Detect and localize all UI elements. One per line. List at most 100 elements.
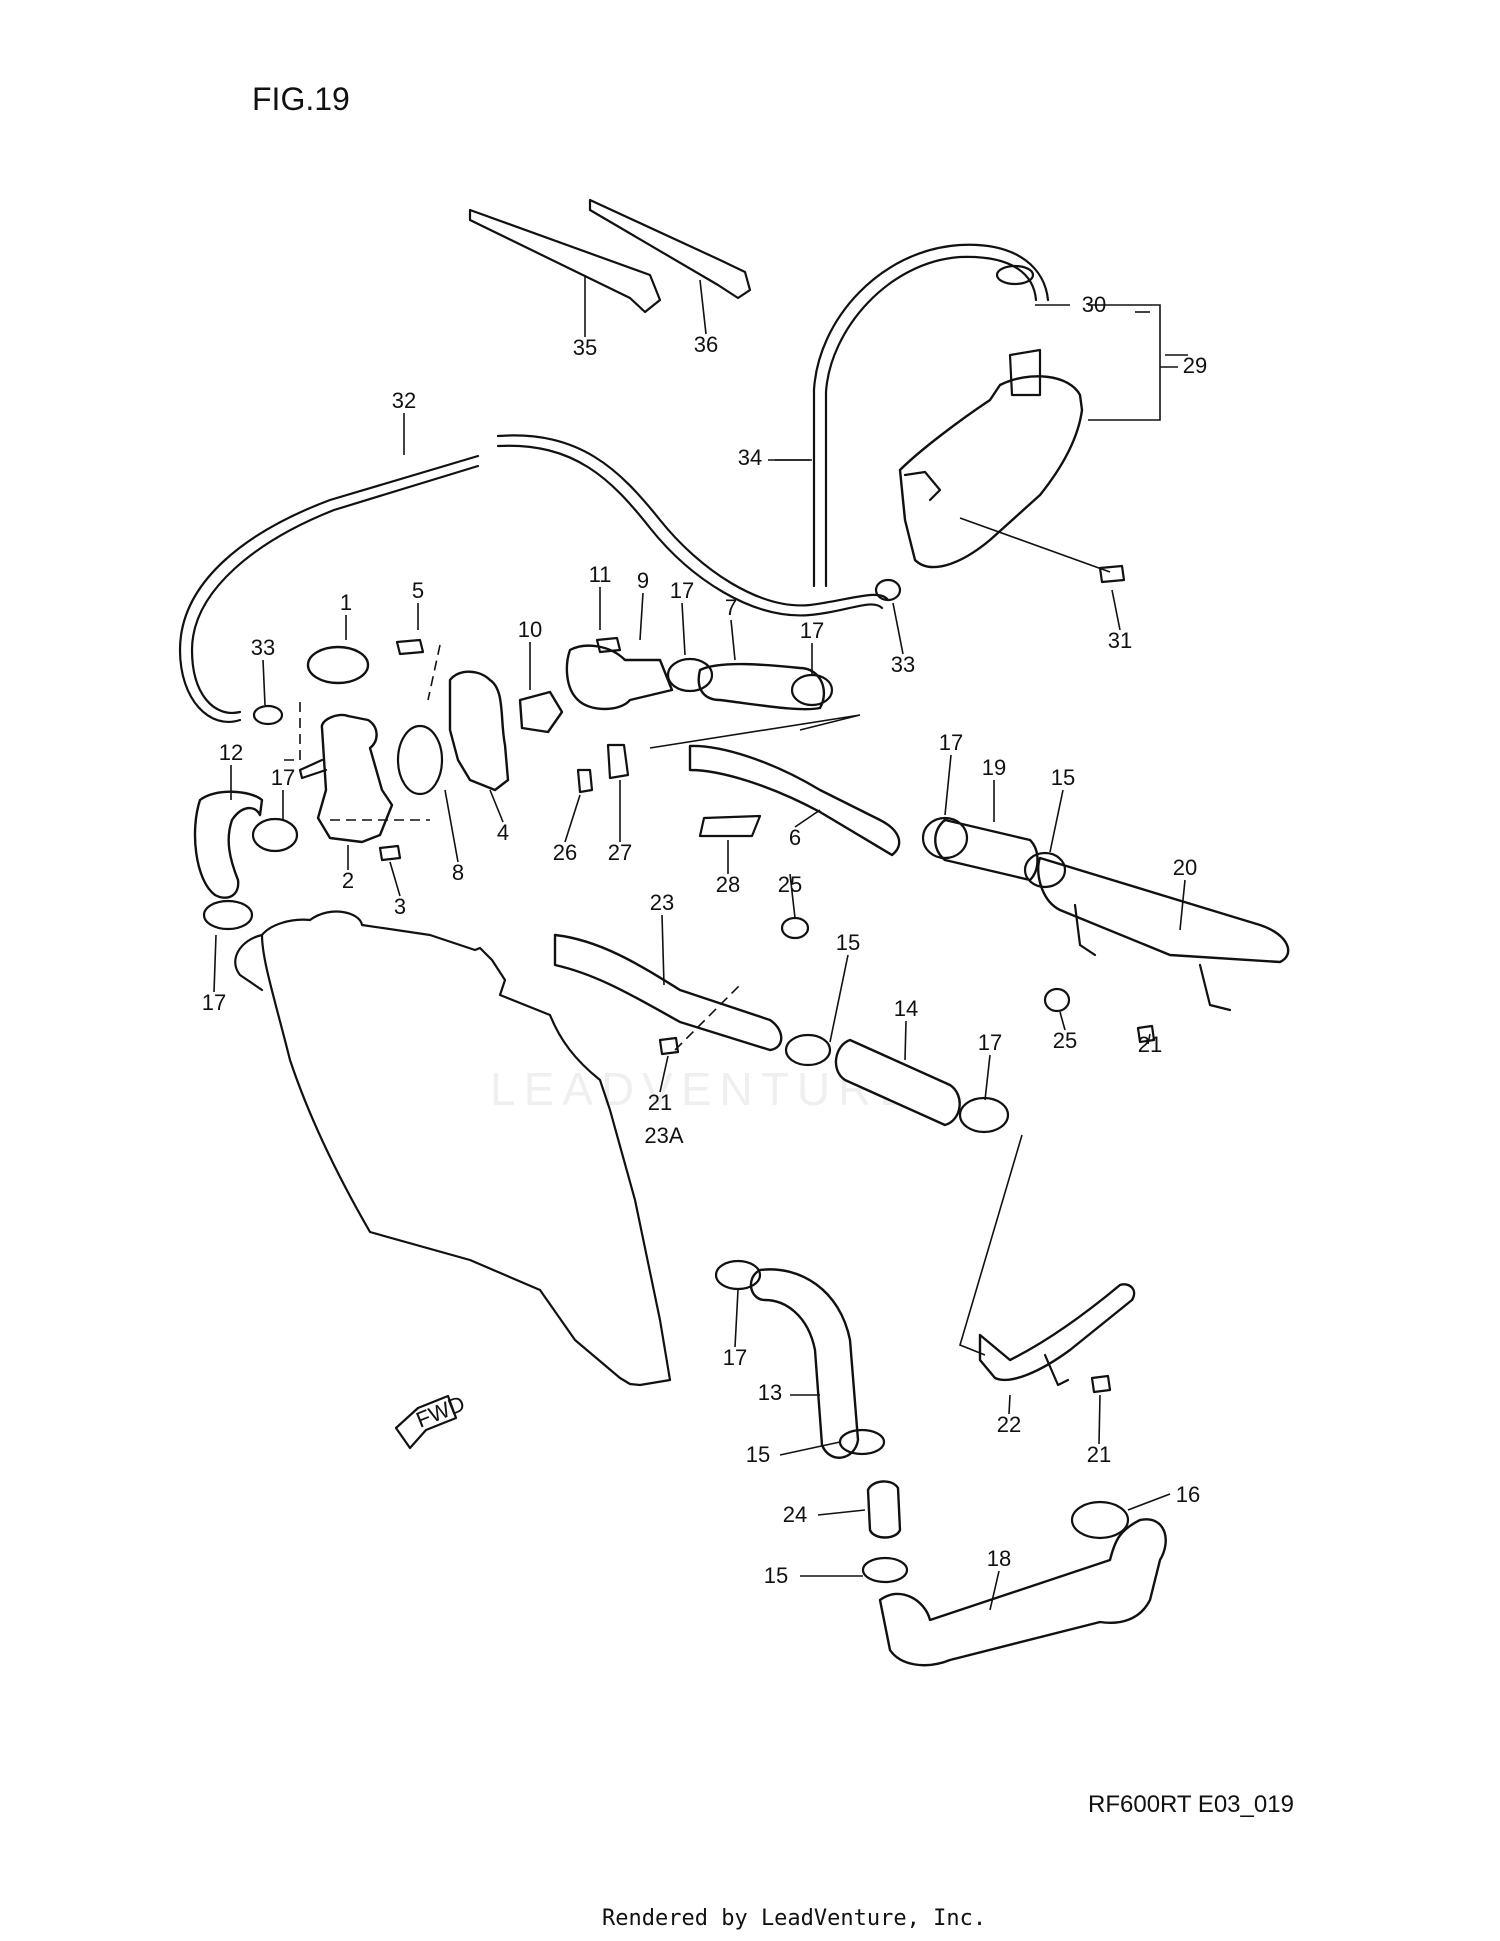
leader-line	[213, 934, 217, 993]
callout-30: 30	[1082, 292, 1106, 317]
callout-17: 17	[723, 1345, 747, 1370]
leader-line	[1059, 1011, 1066, 1031]
callout-23: 23	[650, 890, 674, 915]
reservoir-mount	[903, 470, 942, 502]
model-code: RF600RT E03_019	[1088, 1791, 1294, 1818]
clamp-17e	[921, 816, 969, 860]
leader-line	[944, 754, 952, 816]
fwd-label: FWD	[413, 1391, 469, 1433]
leader-31	[959, 517, 1111, 573]
callout-15: 15	[836, 930, 860, 955]
callout-17: 17	[939, 730, 963, 755]
pipe-6	[688, 744, 901, 857]
housing-9	[565, 644, 674, 711]
callout-12: 12	[219, 740, 243, 765]
hose-18	[878, 1518, 1167, 1667]
callout-22: 22	[997, 1412, 1021, 1437]
leader-line	[699, 279, 707, 335]
leader-line	[1049, 789, 1064, 853]
clamp-15d	[861, 1556, 909, 1584]
callout-17: 17	[670, 578, 694, 603]
clamp-33a	[252, 704, 284, 726]
callout-15: 15	[746, 1442, 770, 1467]
leader-line	[681, 602, 686, 656]
leader-line	[489, 789, 504, 823]
guide-5	[427, 644, 441, 701]
callout-24: 24	[783, 1502, 807, 1527]
leader-line	[829, 954, 849, 1043]
cable-tie-35	[468, 208, 662, 314]
hose-14	[834, 1038, 961, 1127]
callout-35: 35	[573, 335, 597, 360]
callout-10: 10	[518, 617, 542, 642]
callout-13: 13	[758, 1380, 782, 1405]
hose-13	[749, 1268, 860, 1459]
callout-7: 7	[725, 595, 737, 620]
bolt-21a	[1136, 1024, 1156, 1044]
bolt-3	[378, 844, 402, 862]
clamp-17g	[714, 1259, 762, 1291]
callout-5: 5	[412, 578, 424, 603]
guide-12	[278, 702, 301, 761]
leader-line	[389, 861, 401, 897]
figure-title: FIG.19	[252, 81, 350, 117]
reservoir-cap-30	[995, 264, 1035, 286]
leader-line	[789, 873, 796, 919]
callout-34: 34	[738, 445, 762, 470]
clamp-15a	[1023, 851, 1067, 889]
leader-line	[730, 619, 736, 661]
fitting-24	[866, 1480, 902, 1539]
callout-33: 33	[891, 652, 915, 677]
pipe-22	[978, 1283, 1136, 1382]
leader-line	[659, 1055, 669, 1093]
reservoir-tank	[898, 375, 1084, 569]
clamp-17b	[666, 657, 714, 693]
flange-4	[448, 670, 510, 792]
clamp-17f	[958, 1096, 1010, 1134]
tube-34-inner	[824, 255, 1038, 588]
callout-17: 17	[978, 1030, 1002, 1055]
pipe-22-mount	[1043, 1353, 1070, 1387]
clamp-17d	[202, 899, 254, 931]
callout-17: 17	[271, 765, 295, 790]
leader-line	[1127, 1493, 1171, 1511]
footer-credit: Rendered by LeadVenture, Inc.	[602, 1906, 986, 1931]
reservoir-neck	[1008, 348, 1042, 397]
leader-line	[1111, 589, 1121, 631]
callout-1: 1	[340, 590, 352, 615]
bolt-21b	[658, 1036, 680, 1056]
leader-line	[444, 789, 459, 863]
callout-21: 21	[648, 1090, 672, 1115]
hose-7	[697, 662, 826, 711]
leader-line	[262, 659, 266, 706]
leader-22-long	[959, 1134, 1023, 1356]
leader-line	[661, 914, 665, 986]
clamp-33b	[874, 578, 902, 602]
callout-23a: 23A	[644, 1123, 683, 1148]
callout-14: 14	[894, 996, 918, 1021]
hose-23	[553, 933, 783, 1052]
washer-25b	[1043, 987, 1071, 1013]
fwd-arrow: FWD	[394, 1391, 469, 1450]
clamp-17a	[251, 817, 299, 853]
pipe-20	[1037, 856, 1290, 964]
cable-tie-36	[588, 198, 752, 300]
hose-32b-inner	[496, 444, 884, 617]
callout-26: 26	[553, 840, 577, 865]
leader-6-7	[649, 714, 861, 749]
callout-15: 15	[764, 1563, 788, 1588]
clamp-16	[1070, 1500, 1130, 1540]
callout-33: 33	[251, 635, 275, 660]
thermostat-body-2	[316, 713, 394, 844]
callout-28: 28	[716, 872, 740, 897]
leader-line	[564, 794, 581, 843]
bolt-5	[395, 638, 425, 656]
gasket-8	[396, 724, 444, 796]
radiator-outline	[260, 910, 672, 1387]
callout-29: 29	[1183, 353, 1207, 378]
leader-line	[904, 1020, 907, 1061]
leader-line	[984, 1054, 991, 1101]
